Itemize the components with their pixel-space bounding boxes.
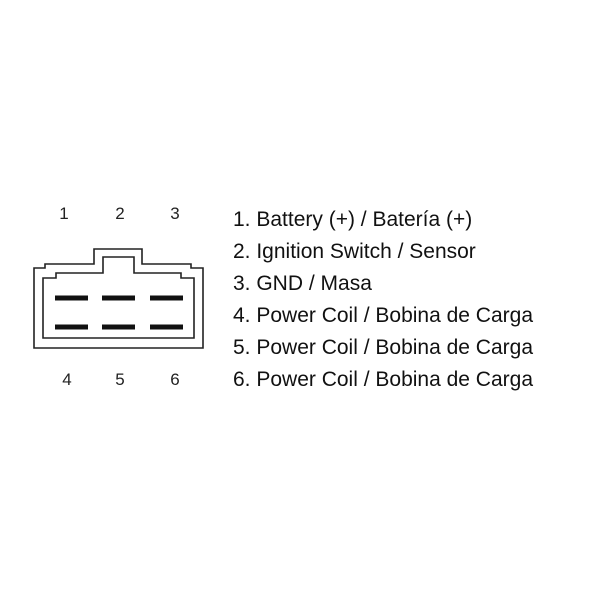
pin-2-terminal [102,295,135,301]
pin-number-3: 3 [170,204,180,223]
pin-number-6: 6 [170,370,180,389]
pin-1-terminal [55,295,88,301]
pin-5-terminal [102,324,135,330]
pin-number-1: 1 [59,204,69,223]
connector-outer-housing [33,248,204,349]
pin-3-terminal [150,295,183,301]
legend-item-2: 2. Ignition Switch / Sensor [233,240,476,263]
connector-inner-housing [42,256,195,339]
pin-legend: 1. Battery (+) / Batería (+) 2. Ignition… [233,204,533,396]
legend-item-4: 4. Power Coil / Bobina de Carga [233,304,533,327]
legend-item-6: 6. Power Coil / Bobina de Carga [233,368,533,391]
legend-item-5: 5. Power Coil / Bobina de Carga [233,336,533,359]
legend-item-1: 1. Battery (+) / Batería (+) [233,208,473,231]
pin-4-terminal [55,324,88,330]
pin-number-2: 2 [115,204,125,223]
pin-number-4: 4 [62,370,72,389]
pin-number-5: 5 [115,370,125,389]
legend-item-3: 3. GND / Masa [233,272,372,295]
pin-6-terminal [150,324,183,330]
